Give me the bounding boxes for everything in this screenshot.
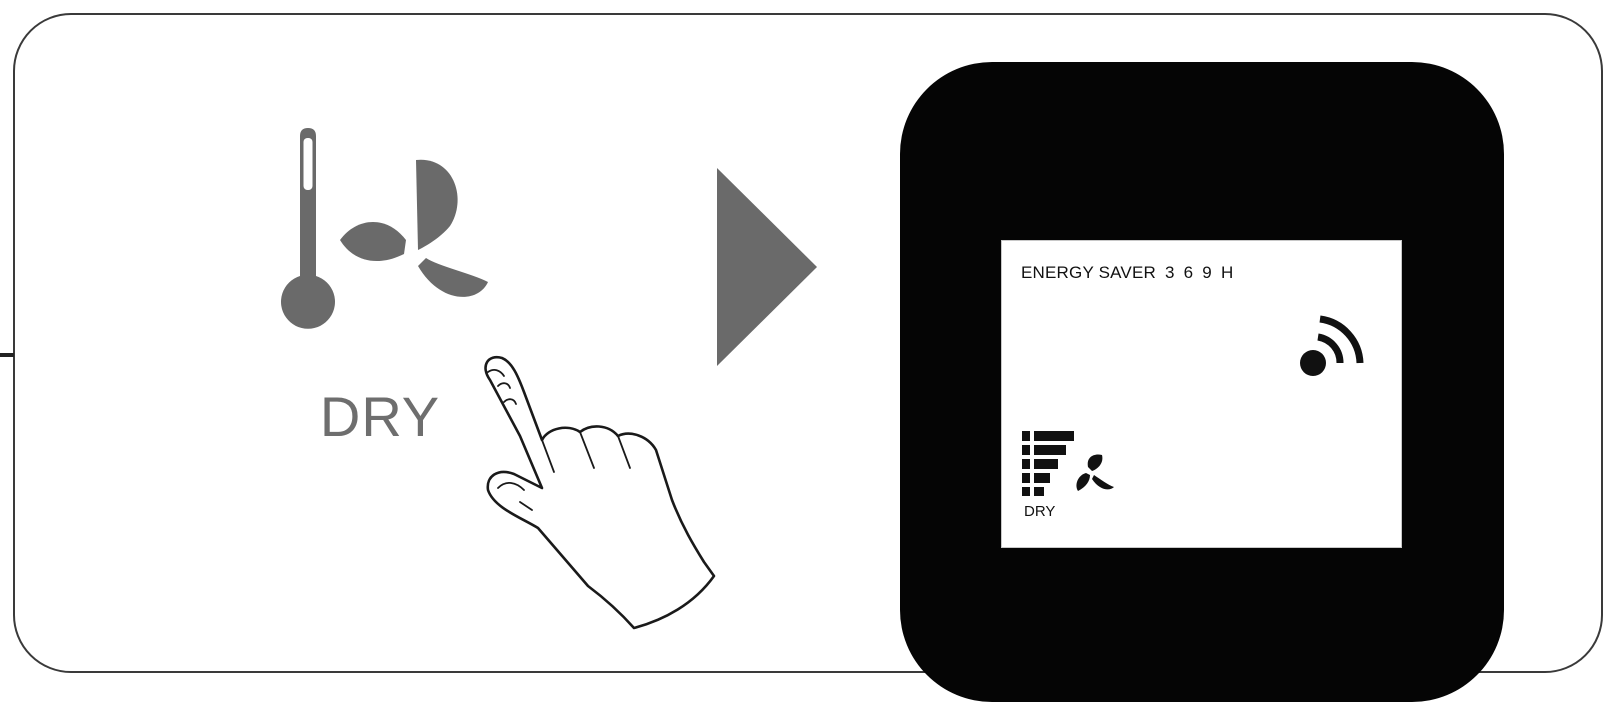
display-mode-label: DRY <box>1024 503 1055 520</box>
energy-saver-label: ENERGY SAVER <box>1021 263 1156 282</box>
edge-marker <box>0 353 14 357</box>
fan-speed-indicator <box>1020 429 1116 497</box>
timer-hour-unit: H <box>1221 263 1233 282</box>
pointing-hand-icon <box>468 350 724 632</box>
timer-hour-9: 9 <box>1202 263 1212 282</box>
wireless-signal-icon <box>1296 305 1368 381</box>
dry-mode-label: DRY <box>300 384 460 449</box>
timer-hour-6: 6 <box>1184 263 1194 282</box>
fan-icon <box>1076 455 1114 492</box>
play-arrow-icon <box>717 168 817 366</box>
dry-mode-icon <box>268 128 508 333</box>
fan-speed-bars-icon <box>1022 431 1074 496</box>
timer-hour-3: 3 <box>1165 263 1175 282</box>
